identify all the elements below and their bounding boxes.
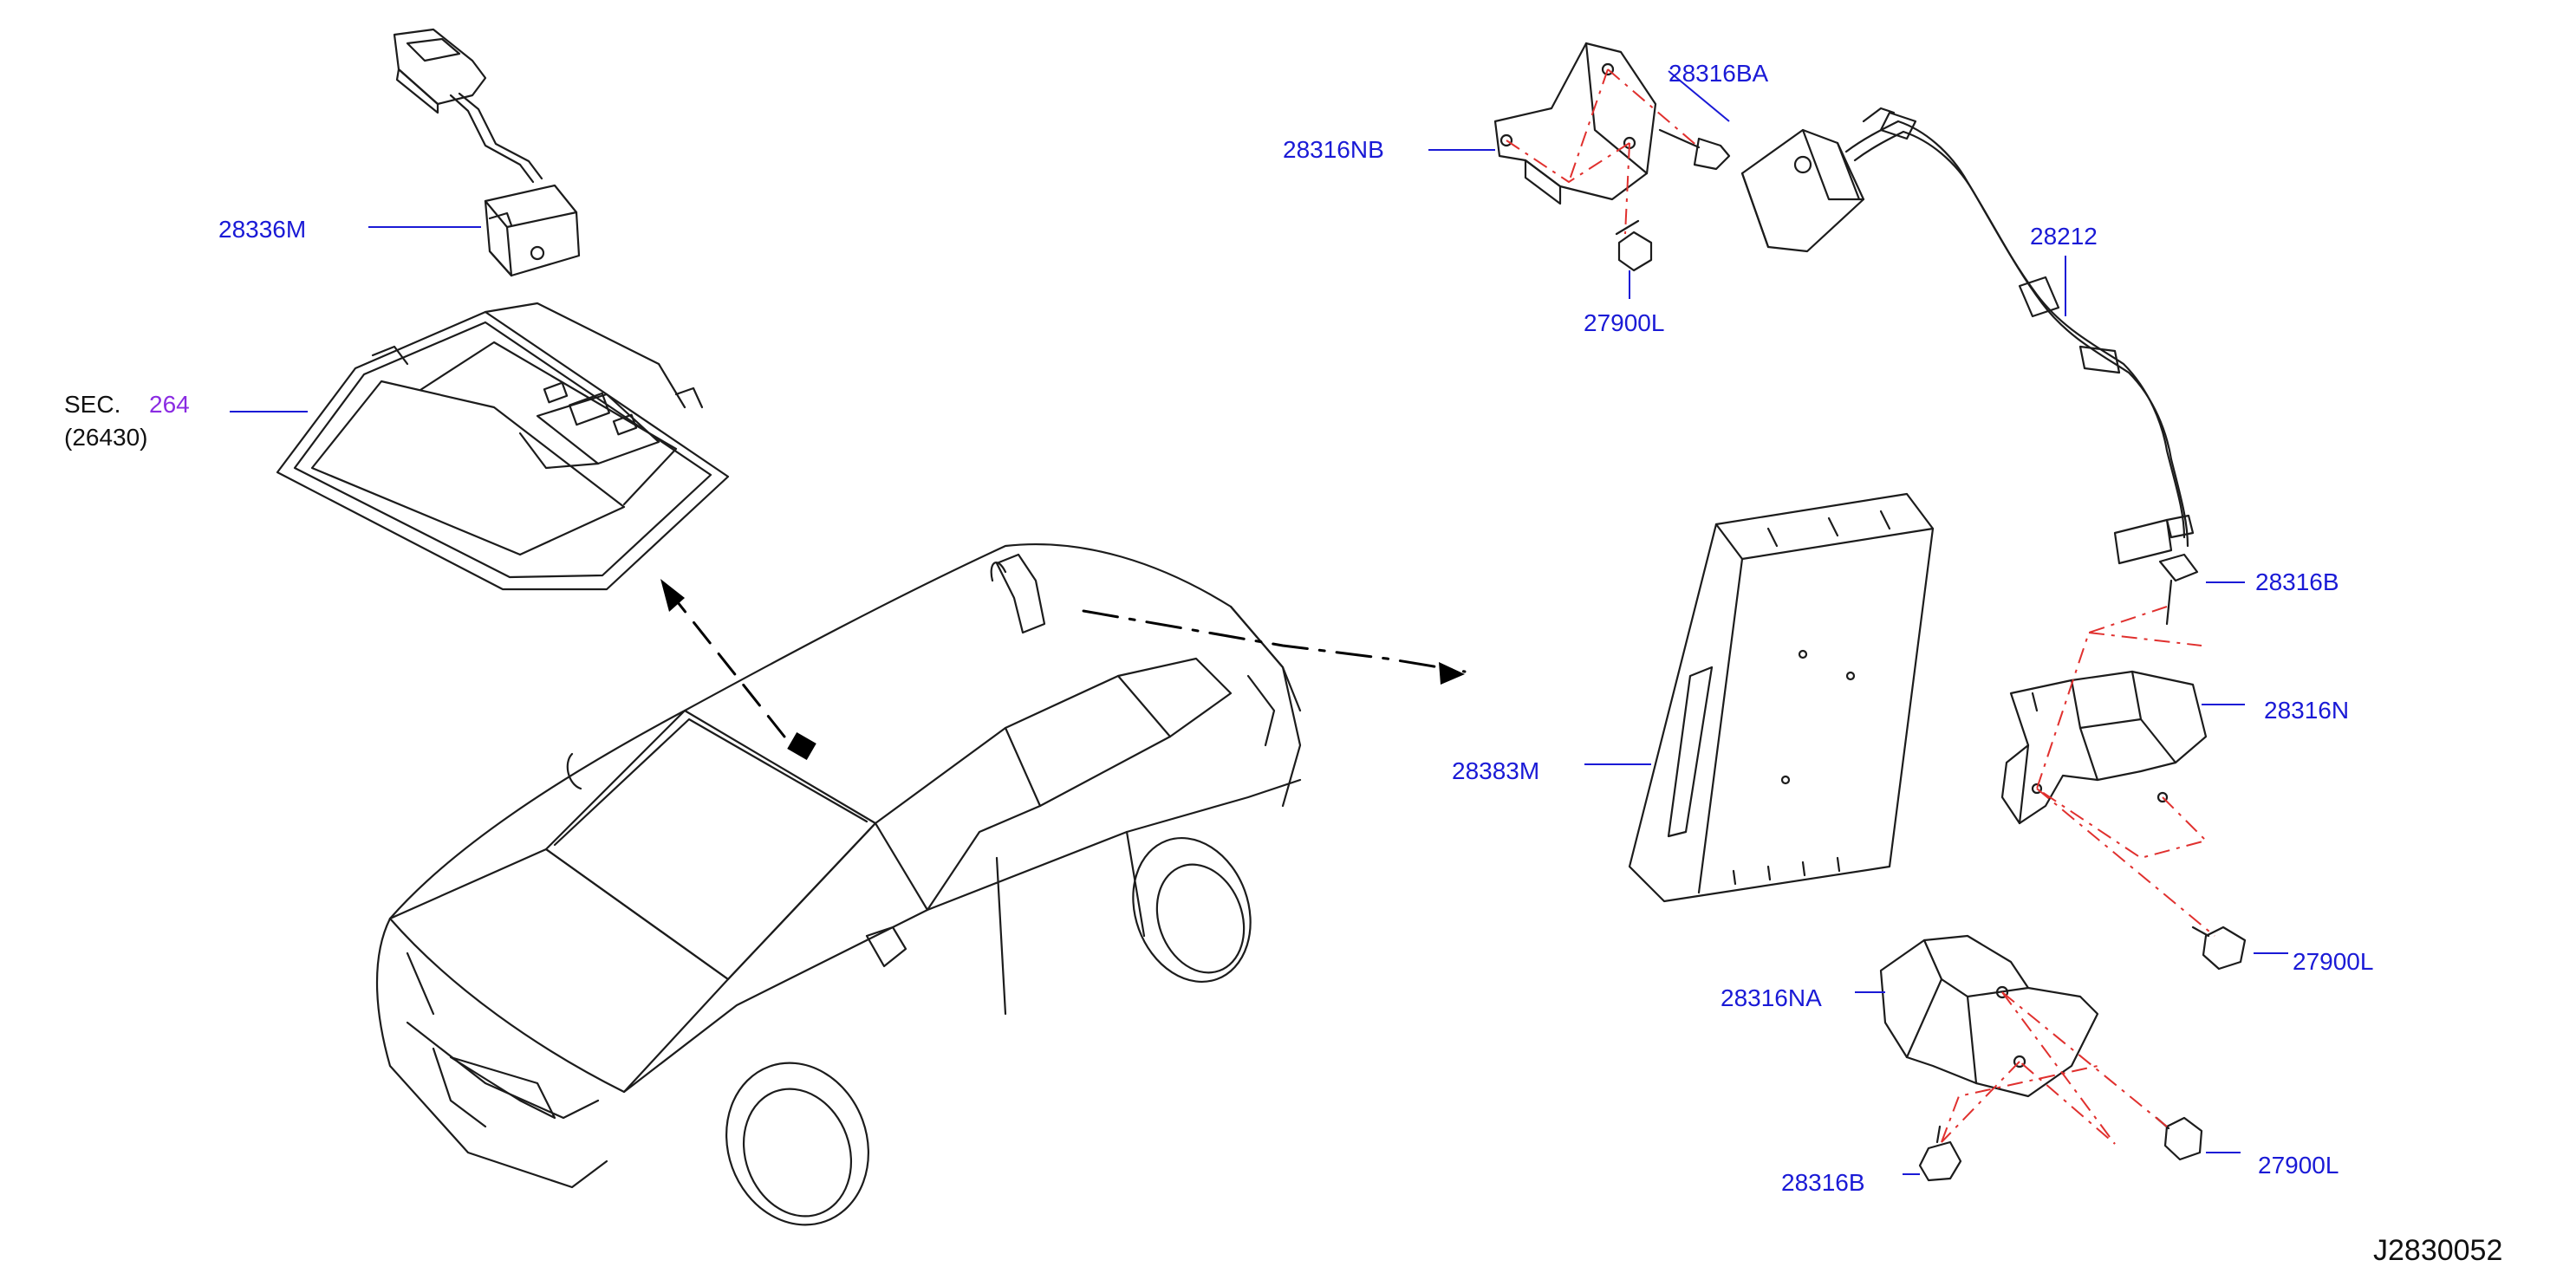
installation-phantom-lines xyxy=(1506,68,2215,1145)
direction-arrows xyxy=(666,588,1467,738)
bolt-28316b-bottom-part xyxy=(1918,1125,1962,1182)
label-28316n: 28316N xyxy=(2264,697,2350,724)
diagram-reference-code: J2830052 xyxy=(2373,1234,2503,1267)
harness-28212-part xyxy=(1740,107,2195,565)
bolt-27900l-mid-part xyxy=(2191,926,2247,971)
label-sec-number: 264 xyxy=(149,391,190,418)
arrow-head-right xyxy=(1439,662,1465,685)
label-28316na: 28316NA xyxy=(1721,984,1822,1011)
label-28336m: 28336M xyxy=(218,216,307,243)
vehicle-outline xyxy=(375,542,1302,1226)
bolt-28316ba-part xyxy=(1658,128,1731,171)
bolt-27900l-top-part xyxy=(1615,219,1653,272)
label-27900l-bottom: 27900L xyxy=(2258,1152,2339,1179)
arrow-head-up xyxy=(660,579,685,612)
label-27900l-top: 27900L xyxy=(1584,309,1665,336)
map-lamp-module-part xyxy=(393,28,581,277)
bracket-28316nb-part xyxy=(1493,42,1657,205)
label-28383m: 28383M xyxy=(1452,757,1540,784)
label-28316nb: 28316NB xyxy=(1283,136,1384,163)
label-27900l-mid: 27900L xyxy=(2293,948,2374,975)
bolt-28316b-right-part xyxy=(2158,553,2199,626)
leader-lines xyxy=(230,70,2288,1175)
bracket-28316n-part xyxy=(2000,670,2208,825)
label-sec-subref: (26430) xyxy=(64,424,148,451)
bracket-28316na-part xyxy=(1879,934,2099,1098)
overhead-console-part xyxy=(276,302,730,591)
arrow-origin-marker xyxy=(787,731,816,761)
control-unit-28383m-part xyxy=(1628,492,1935,903)
label-sec-prefix: SEC. xyxy=(64,391,121,418)
label-28316b-right: 28316B xyxy=(2255,568,2339,595)
label-28316b-bottom: 28316B xyxy=(1781,1169,1865,1196)
label-28316ba: 28316BA xyxy=(1669,60,1769,87)
label-28212: 28212 xyxy=(2030,223,2098,250)
